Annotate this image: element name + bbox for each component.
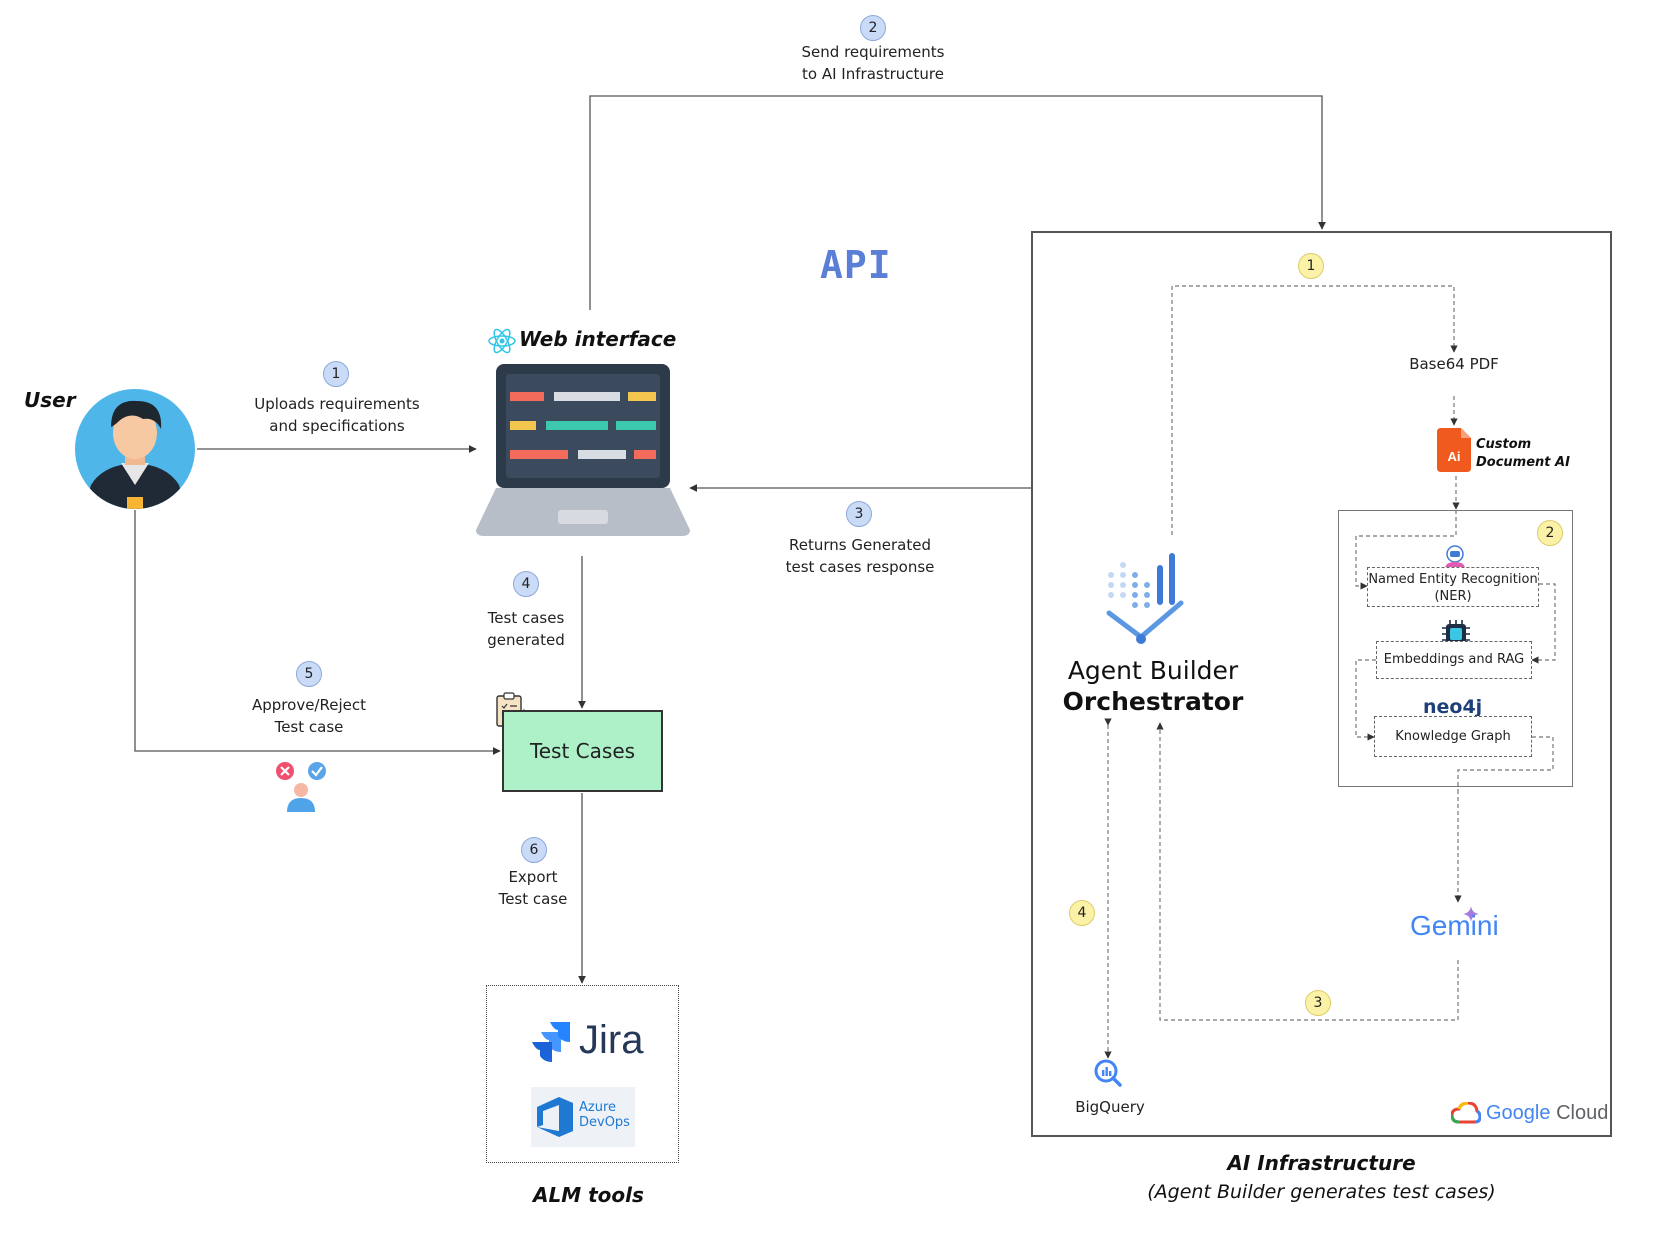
gemini-label: Gemini xyxy=(1410,910,1499,941)
jira-logo-icon xyxy=(532,1022,570,1062)
step-3-badge: 3 xyxy=(846,501,872,527)
nlp-pipeline-box xyxy=(1338,510,1573,787)
flow-gemini-to-orchestrator xyxy=(1156,722,1459,1021)
ai-badge-4: 4 xyxy=(1069,900,1095,926)
document-ai-icon-text: Ai xyxy=(1448,449,1461,464)
api-label: API xyxy=(820,243,892,287)
step-5-badge: 5 xyxy=(296,661,322,687)
flow-kg-out xyxy=(1457,736,1554,790)
ai-badge-2: 2 xyxy=(1537,520,1563,546)
google-cloud-icon xyxy=(1451,1102,1481,1124)
bigquery-icon xyxy=(1094,1059,1122,1087)
step-1-badge: 1 xyxy=(323,361,349,387)
embeddings-rag-box: Embeddings and RAG xyxy=(1376,641,1532,679)
arrow-send-requirements xyxy=(589,95,1326,310)
test-cases-box: Test Cases xyxy=(502,710,663,792)
step-4-badge: 4 xyxy=(513,571,539,597)
flow-orchestrator-to-base64 xyxy=(1171,285,1458,535)
arrow-approve-reject xyxy=(134,510,501,755)
ai-infrastructure-title: AI Infrastructure xyxy=(1227,1151,1416,1175)
knowledge-graph-box: Knowledge Graph xyxy=(1374,716,1532,757)
web-interface-title: Web interface xyxy=(519,327,677,351)
orchestrator-label: Agent Builder Orchestrator xyxy=(1062,656,1244,716)
gemini-spark-icon xyxy=(1463,906,1479,922)
alm-tools-title: ALM tools xyxy=(533,1183,644,1207)
react-icon xyxy=(488,328,516,354)
user-title: User xyxy=(24,388,76,412)
user-avatar-icon xyxy=(75,389,195,509)
neo4j-logo: neo4j xyxy=(1423,696,1483,718)
ai-badge-1: 1 xyxy=(1298,253,1324,279)
approve-reject-icon xyxy=(276,762,326,812)
ai-infrastructure-subtitle: (Agent Builder generates test cases) xyxy=(1147,1181,1496,1203)
flow-ner-to-embeddings xyxy=(1531,583,1556,664)
ai-infrastructure-box xyxy=(1031,231,1612,1137)
flow-embeddings-to-kg xyxy=(1355,659,1376,741)
bigquery-label: BigQuery xyxy=(1075,1098,1145,1116)
step-2-badge: 2 xyxy=(860,15,886,41)
step-6-badge: 6 xyxy=(521,837,547,863)
ner-box: Named Entity Recognition(NER) xyxy=(1367,567,1539,607)
jira-label: Jira xyxy=(579,1018,644,1062)
ai-badge-3: 3 xyxy=(1305,990,1331,1016)
agent-builder-icon xyxy=(1106,553,1184,644)
google-cloud-label: Google Cloud xyxy=(1486,1102,1609,1124)
document-ai-icon: Ai xyxy=(1437,428,1471,472)
base64-pdf-label: Base64 PDF xyxy=(1394,353,1514,375)
flow-into-ner xyxy=(1355,510,1457,590)
azure-devops-icon xyxy=(537,1097,573,1137)
laptop-icon xyxy=(476,364,690,536)
